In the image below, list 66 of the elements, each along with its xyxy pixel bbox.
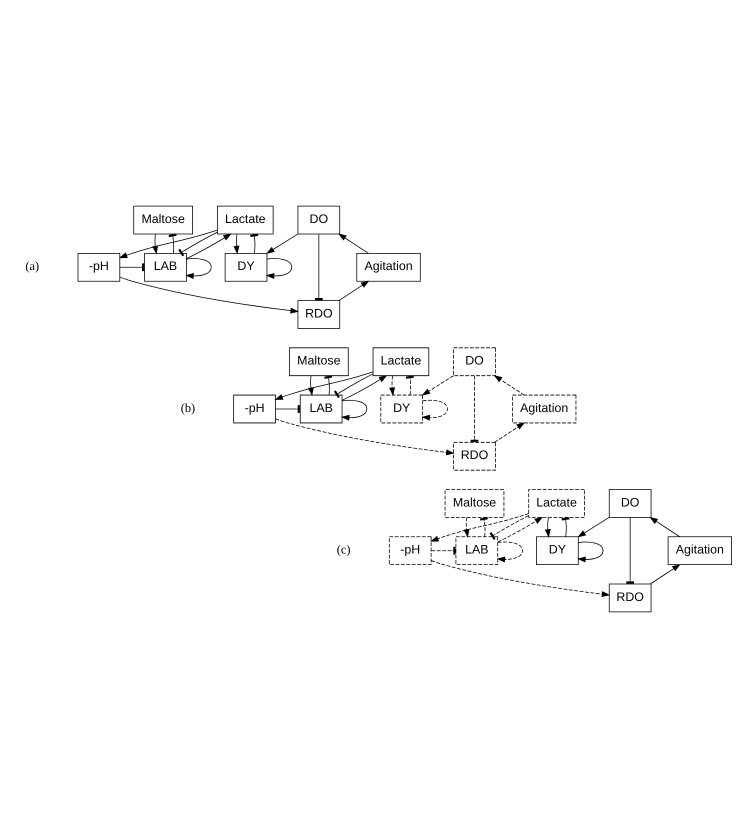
node-box: Lactate (217, 206, 274, 234)
node-box: DO (453, 347, 496, 376)
label: (c) (336, 542, 350, 557)
connector (470, 375, 478, 443)
arrow (422, 375, 454, 396)
arrow (119, 276, 299, 314)
arrow (577, 517, 610, 538)
node-box: Maltose (133, 206, 193, 234)
node-box: DY (380, 394, 423, 424)
connector (178, 232, 218, 256)
node-box: Maltose (289, 347, 349, 376)
arrow (233, 234, 240, 254)
arrow (338, 233, 369, 254)
arrow (340, 400, 368, 421)
connector (324, 375, 332, 396)
arrow (650, 564, 681, 584)
connector (168, 234, 177, 254)
arrow (430, 513, 530, 542)
arrow (186, 233, 232, 259)
connector (334, 374, 374, 398)
node-box: LAB (300, 394, 342, 424)
node-box: DO (298, 206, 340, 234)
arrow (342, 375, 388, 401)
arrow (338, 280, 370, 301)
connector (406, 375, 414, 396)
arrow (464, 517, 470, 538)
node-box: -pH (388, 536, 432, 566)
arrow (185, 258, 212, 279)
arrow (544, 517, 551, 538)
node-box: RDO (608, 584, 652, 612)
arrow (496, 542, 523, 562)
label: (b) (180, 400, 196, 415)
arrow (577, 542, 604, 562)
node-box: Agitation (668, 536, 732, 566)
connector (490, 515, 529, 540)
connector (562, 517, 570, 537)
arrow (430, 560, 610, 598)
connector (480, 517, 488, 537)
arrow (497, 516, 544, 542)
arrow (275, 418, 455, 456)
arrow (421, 400, 448, 421)
node-box: Lactate (372, 347, 430, 376)
node-box: Agitation (356, 252, 421, 282)
node-box: LAB (456, 536, 498, 566)
node-box: DY (536, 536, 579, 566)
arrow (266, 234, 298, 254)
node-box: RDO (298, 300, 340, 329)
arrow (274, 371, 374, 400)
connector (275, 405, 301, 413)
node-box: DO (608, 489, 652, 518)
node-box: Agitation (512, 394, 576, 424)
arrow (494, 375, 524, 396)
label: (a) (25, 259, 40, 274)
node-box: LAB (144, 252, 187, 282)
arrow (389, 375, 396, 396)
arrow (494, 422, 526, 443)
connector (250, 234, 258, 254)
node-box: RDO (453, 442, 496, 471)
node-box: DY (224, 252, 268, 282)
node-box: Lactate (528, 489, 585, 518)
node-box: -pH (78, 252, 120, 282)
arrow (118, 230, 218, 258)
arrow (266, 258, 292, 279)
node-box: -pH (233, 394, 276, 424)
arrow (649, 516, 680, 538)
node-box: Maltose (444, 489, 504, 518)
